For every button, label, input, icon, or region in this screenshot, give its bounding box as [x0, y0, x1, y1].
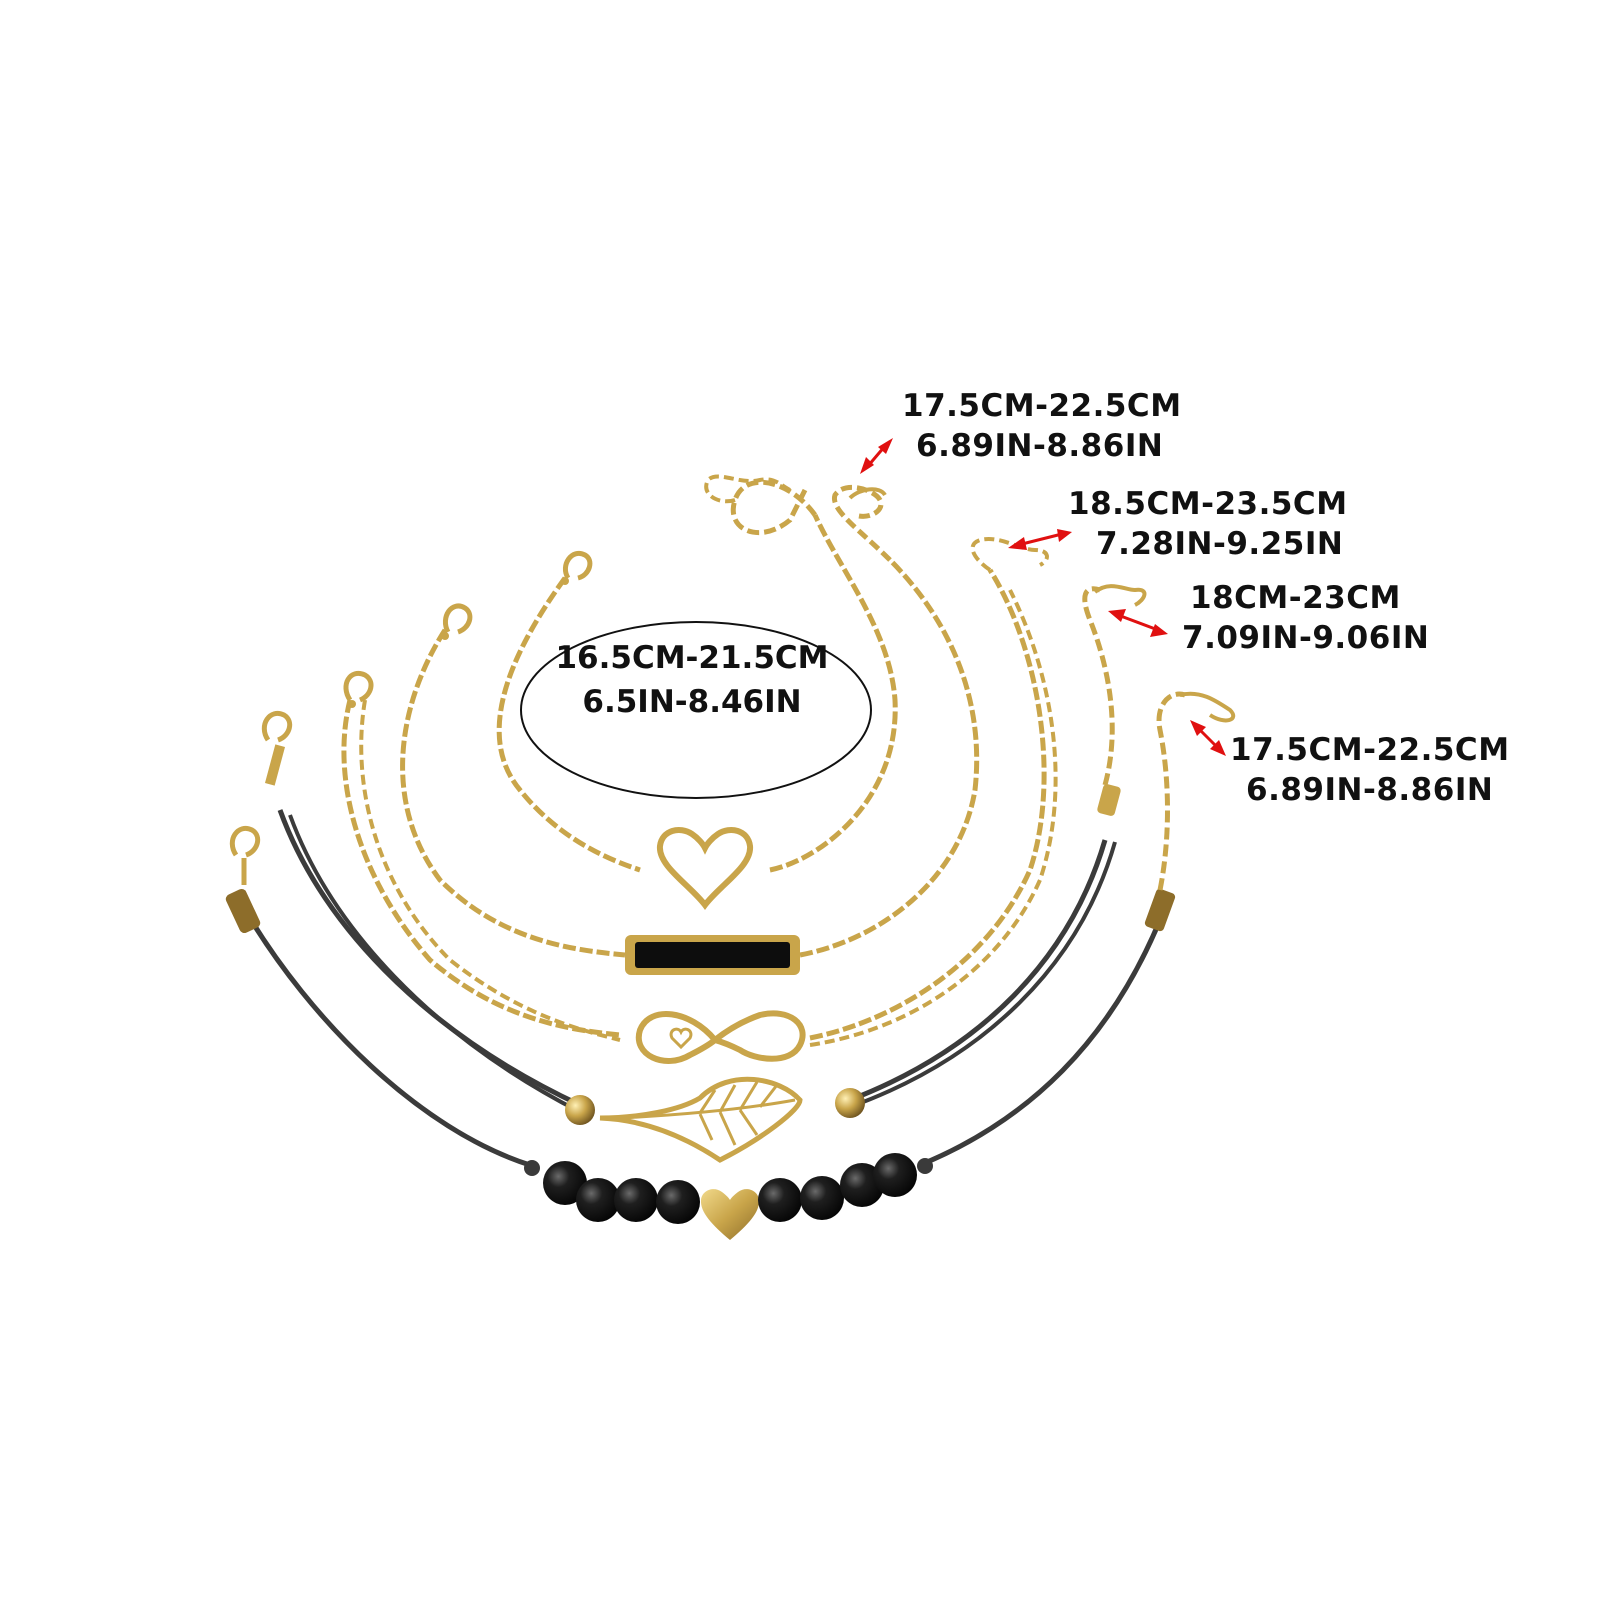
chain-strand	[809, 568, 1047, 1041]
double-arrow-icon	[860, 438, 893, 474]
gold-bead	[835, 1088, 865, 1118]
chain-strand	[809, 589, 1058, 1047]
chain-strand	[400, 628, 626, 958]
gold-bead	[565, 1095, 595, 1125]
lobster-clasp-icon	[261, 710, 293, 786]
size-cm: 17.5CM-22.5CM	[1230, 732, 1510, 768]
extension-chain-icon	[848, 487, 887, 500]
end-cap	[225, 888, 261, 934]
heart-pendant	[657, 827, 753, 910]
cord-strand	[277, 809, 582, 1108]
extension-chain-icon	[1093, 584, 1147, 607]
double-arrow-icon	[1008, 529, 1072, 550]
black-crystal-bead	[656, 1180, 700, 1224]
lobster-clasp-icon	[441, 603, 473, 640]
size-label-bracelet-5: 17.5CM-22.5CM 6.89IN-8.86IN	[1230, 730, 1510, 810]
extension-chain-icon	[832, 484, 892, 562]
extension-chain-icon	[1156, 691, 1186, 891]
black-crystal-bead	[873, 1153, 917, 1197]
cord-strand	[288, 814, 581, 1114]
cord-strand	[849, 841, 1117, 1109]
black-crystal-bead	[614, 1178, 658, 1222]
size-in: 7.28IN-9.25IN	[1096, 526, 1344, 562]
double-arrow-icon	[1108, 609, 1168, 637]
size-label-ellipse	[520, 621, 872, 799]
size-cm: 17.5CM-22.5CM	[902, 388, 1182, 424]
size-label-bracelet-2: 17.5CM-22.5CM 6.89IN-8.86IN	[902, 386, 1182, 466]
lobster-clasp-icon	[229, 825, 261, 885]
bracelet-rectangle	[400, 484, 980, 975]
bracelet-heart	[496, 474, 898, 910]
chain-strand	[769, 513, 898, 873]
black-crystal-bead	[543, 1161, 587, 1205]
lobster-clasp-icon	[561, 550, 593, 585]
chain-strand	[799, 558, 980, 958]
size-cm: 16.5CM-21.5CM	[555, 640, 829, 676]
black-crystal-bead	[800, 1176, 844, 1220]
end-cap	[1144, 888, 1176, 932]
size-in: 7.09IN-9.06IN	[1182, 620, 1430, 656]
size-label-bracelet-4: 18CM-23CM 7.09IN-9.06IN	[1182, 578, 1429, 658]
size-cm: 18.5CM-23.5CM	[1068, 486, 1348, 522]
bracelet-infinity	[341, 536, 1058, 1064]
black-crystal-bead	[758, 1178, 802, 1222]
chain-strand	[496, 576, 641, 873]
spacer-bead	[524, 1160, 540, 1176]
cord-strand	[242, 908, 531, 1168]
size-label-bracelet-1: 16.5CM-21.5CM 6.5IN-8.46IN	[512, 636, 872, 724]
extension-chain-icon	[1082, 586, 1115, 786]
lobster-clasp-icon	[343, 670, 374, 708]
cord-strand	[919, 919, 1163, 1168]
size-label-bracelet-3: 18.5CM-23.5CM 7.28IN-9.25IN	[1068, 484, 1348, 564]
black-crystal-bead	[840, 1163, 884, 1207]
extension-chain-icon	[970, 536, 1049, 572]
double-arrow-icon	[1190, 720, 1226, 756]
cord-strand	[849, 839, 1108, 1103]
extension-chain-icon	[1179, 691, 1236, 723]
black-crystal-bead	[576, 1178, 620, 1222]
extension-chain-icon	[730, 479, 818, 536]
size-cm: 18CM-23CM	[1190, 580, 1401, 616]
size-in: 6.89IN-8.86IN	[1246, 772, 1494, 808]
size-in: 6.5IN-8.46IN	[582, 684, 802, 720]
extension-chain-icon	[704, 474, 791, 504]
bracelet-leaf	[261, 584, 1147, 1163]
infinity-heart-pendant	[635, 1010, 806, 1064]
size-in: 6.89IN-8.86IN	[916, 428, 1164, 464]
leaf-pendant	[599, 1076, 803, 1163]
spacer-bead	[917, 1158, 933, 1174]
end-cap	[1097, 784, 1121, 816]
chain-strand	[359, 699, 621, 1042]
gold-heart-bead	[700, 1189, 760, 1240]
bracelet-beads	[225, 691, 1236, 1240]
chain-strand	[341, 699, 621, 1038]
